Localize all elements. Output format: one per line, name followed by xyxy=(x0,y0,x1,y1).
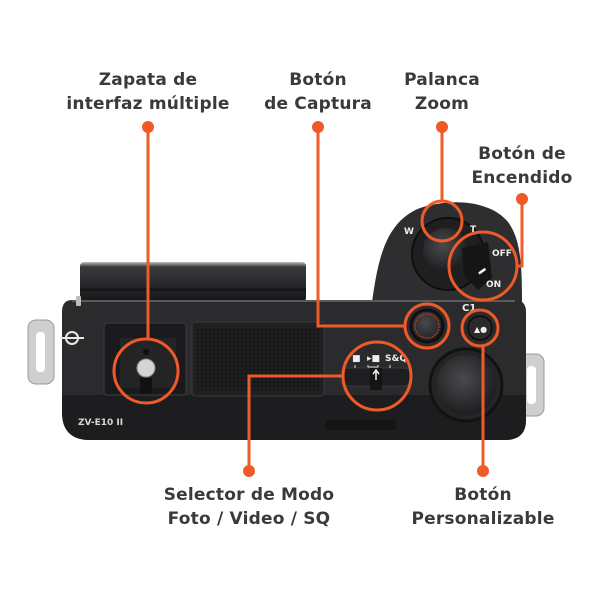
multi-interface-shoe xyxy=(103,322,187,396)
zoom-tele-label: T xyxy=(470,225,477,235)
callout-dot-power xyxy=(516,193,528,205)
custom-button-shape: ▲● C1 xyxy=(462,303,493,341)
label-zoom-lever: Palanca Zoom xyxy=(404,68,480,116)
label-custom-button: Botón Personalizable xyxy=(411,483,554,531)
callout-dot-zoom xyxy=(436,121,448,133)
photo-mode-icon: ■ xyxy=(352,354,361,364)
callout-dot-shutter xyxy=(312,121,324,133)
callout-dot-shoe xyxy=(142,121,154,133)
callout-dot-mode xyxy=(243,465,255,477)
label-line: Botón de xyxy=(478,144,566,164)
power-on-label: ON xyxy=(486,280,501,290)
callout-dots xyxy=(142,121,528,477)
callout-lines xyxy=(112,128,524,470)
label-power-button: Botón de Encendido xyxy=(471,142,572,190)
zoom-wide-label: W xyxy=(404,227,414,237)
label-line: Encendido xyxy=(471,168,573,188)
control-dial xyxy=(428,347,504,423)
label-line: Botón xyxy=(289,70,347,90)
sq-mode-label: S&Q xyxy=(385,354,407,364)
grip-slot xyxy=(326,420,396,430)
svg-text:▲●: ▲● xyxy=(474,325,487,334)
model-label: ZV-E10 II xyxy=(78,418,123,428)
label-line: Personalizable xyxy=(411,509,555,529)
callout-dot-custom xyxy=(477,465,489,477)
label-line: Palanca xyxy=(404,70,480,90)
power-switch-shape: OFF ON xyxy=(462,242,512,290)
label-line: Zoom xyxy=(414,94,470,114)
c1-label: C1 xyxy=(462,303,476,314)
label-line: de Captura xyxy=(264,94,372,114)
label-line: Foto / Video / SQ xyxy=(167,509,331,529)
label-mode-selector: Selector de Modo Foto / Video / SQ xyxy=(164,483,335,531)
shutter-button-shape xyxy=(409,308,445,344)
power-off-label: OFF xyxy=(492,249,512,259)
label-line: Botón xyxy=(454,485,512,505)
label-line: Selector de Modo xyxy=(163,485,335,505)
video-mode-icon: ▸■ xyxy=(367,354,380,364)
speaker-grille xyxy=(191,321,325,397)
label-line: Zapata de xyxy=(98,70,198,90)
label-multi-interface-shoe: Zapata de interfaz múltiple xyxy=(66,68,229,116)
focal-plane-mark-icon xyxy=(60,331,84,345)
left-strap-lug xyxy=(27,319,55,385)
label-shutter-button: Botón de Captura xyxy=(264,68,372,116)
label-line: interfaz múltiple xyxy=(66,94,230,114)
lens-mount-ring xyxy=(80,262,306,302)
